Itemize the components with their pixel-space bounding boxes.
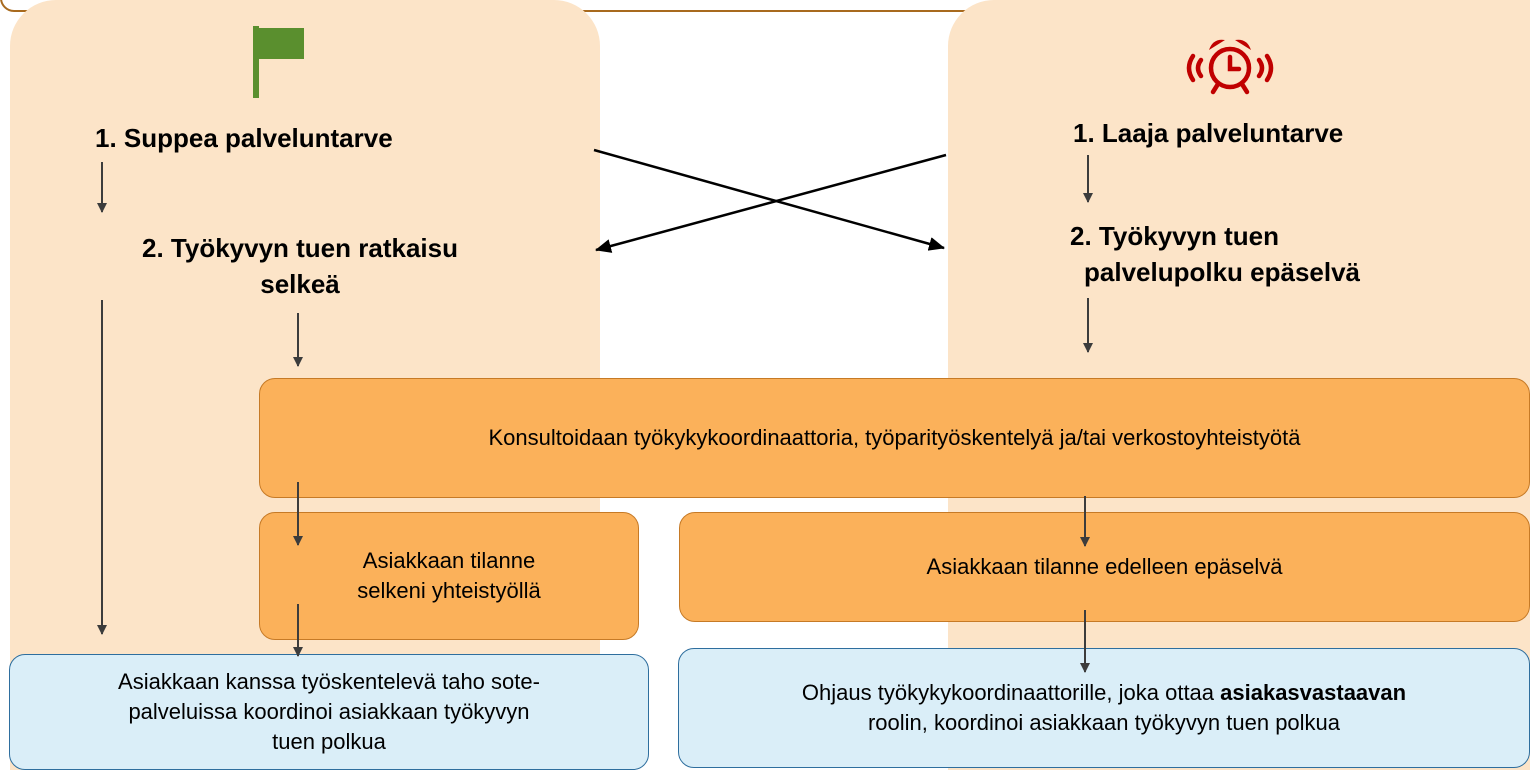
result-right-line1-bold: asiakasvastaavan	[1220, 680, 1407, 705]
left-step2-line2: selkeä	[260, 269, 340, 299]
right-step2-line1: 2. Työkyvyn tuen	[1070, 221, 1280, 251]
result-left-line3: tuen polkua	[272, 729, 386, 754]
consult-box-text: Konsultoidaan työkykykoordinaattoria, ty…	[488, 425, 1301, 450]
alarm-clock-icon	[1183, 30, 1277, 100]
right-step2-line2: palvelupolku epäselvä	[1084, 257, 1361, 287]
left-step2-heading: 2. Työkyvyn tuen ratkaisu selkeä	[60, 230, 540, 302]
left-step1-heading: 1. Suppea palveluntarve	[95, 123, 393, 153]
situation-clear-box: Asiakkaan tilanne selkeni yhteistyöllä	[259, 512, 639, 640]
cross-arrow-left-to-right	[593, 148, 945, 251]
result-left-line1: Asiakkaan kanssa työskentelevä taho sote…	[118, 669, 540, 694]
right-step2-heading: 2. Työkyvyn tuen palvelupolku epäselvä	[1070, 218, 1470, 290]
result-right-line1: Ohjaus työkykykoordinaattorille, joka ot…	[802, 678, 1406, 708]
situation-unclear-box: Asiakkaan tilanne edelleen epäselvä	[679, 512, 1530, 622]
cross-arrow-right-to-left	[595, 153, 947, 253]
result-right-line1-pre: Ohjaus työkykykoordinaattorille, joka ot…	[801, 680, 1221, 705]
result-left-line2: palveluissa koordinoi asiakkaan työkyvyn	[128, 699, 530, 724]
left-step2-line1: 2. Työkyvyn tuen ratkaisu	[142, 233, 458, 263]
result-right-line2: roolin, koordinoi asiakkaan työkyvyn tue…	[867, 710, 1341, 735]
situation-unclear-text: Asiakkaan tilanne edelleen epäselvä	[926, 554, 1283, 579]
result-right-box: Ohjaus työkykykoordinaattorille, joka ot…	[678, 648, 1530, 768]
situation-clear-line1: Asiakkaan tilanne	[362, 548, 536, 573]
result-left-box: Asiakkaan kanssa työskentelevä taho sote…	[9, 654, 649, 770]
right-step1-heading: 1. Laaja palveluntarve	[1073, 118, 1344, 148]
situation-clear-line2: selkeni yhteistyöllä	[357, 578, 541, 603]
flag-icon	[250, 26, 310, 100]
consult-box: Konsultoidaan työkykykoordinaattoria, ty…	[259, 378, 1530, 498]
